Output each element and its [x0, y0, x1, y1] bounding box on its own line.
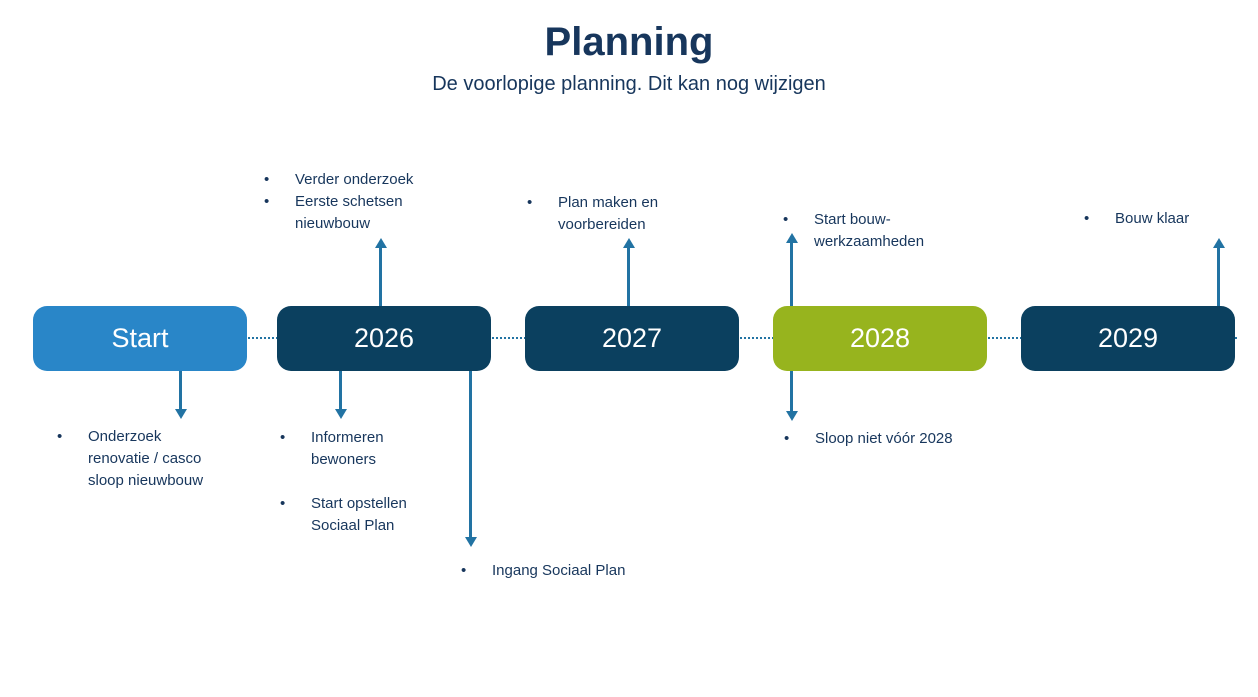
timeline-node-2027: 2027: [525, 306, 739, 371]
annotation-text: Informeren bewoners: [311, 429, 384, 468]
annotation-below-start: • Onderzoek renovatie / casco sloop nieuw…: [57, 426, 247, 492]
list-item: • Onderzoek renovatie / casco sloop nieuw…: [57, 426, 247, 492]
annotation-above-2028: • Start bouw-werkzaamheden: [783, 209, 963, 253]
arrow-up-2028: [790, 243, 793, 306]
annotation-below-2028: • Sloop niet vóór 2028: [784, 428, 1014, 450]
bullet-icon: •: [1084, 210, 1090, 227]
page-subtitle: De voorlopige planning. Dit kan nog wijz…: [432, 73, 826, 95]
annotation-text: Start opstellen Sociaal Plan: [311, 495, 407, 534]
arrow-down-2026: [339, 371, 342, 409]
timeline-node-2026: 2026: [277, 306, 491, 371]
annotation-text: Plan maken en voorbereiden: [558, 194, 659, 233]
annotation-text: Onderzoek renovatie / casco sloop nieuwb…: [88, 428, 204, 489]
annotation-text: Verder onderzoek: [295, 171, 414, 188]
header: Planning De voorlopige planning. Dit kan…: [0, 20, 1258, 96]
annotation-above-2026: • Verder onderzoek • Eerste schetsen nieuw…: [264, 169, 464, 235]
arrow-down-2026-long: [469, 371, 472, 537]
bullet-icon: •: [57, 428, 63, 445]
annotation-text: Bouw klaar: [1115, 210, 1190, 227]
list-item: • Eerste schetsen nieuwbouw: [264, 191, 464, 235]
arrow-down-start: [179, 371, 182, 409]
page-title: Planning: [544, 20, 714, 64]
arrow-up-2026: [379, 248, 382, 306]
bullet-icon: •: [280, 429, 286, 446]
annotation-above-2027: • Plan maken en voorbereiden: [527, 192, 707, 236]
bullet-icon: •: [264, 193, 270, 210]
annotation-text: Sloop niet vóór 2028: [815, 430, 953, 447]
list-item: • Informeren bewoners: [280, 427, 450, 471]
bullet-icon: •: [280, 495, 286, 512]
list-item: • Bouw klaar: [1084, 208, 1244, 230]
arrow-down-2028: [790, 371, 793, 411]
timeline-node-2028: 2028: [773, 306, 987, 371]
list-item: • Ingang Sociaal Plan: [461, 560, 691, 582]
bullet-icon: •: [527, 194, 533, 211]
list-item: • Sloop niet vóór 2028: [784, 428, 1014, 450]
bullet-icon: •: [264, 171, 270, 188]
arrow-up-2027: [627, 248, 630, 306]
bullet-icon: •: [461, 562, 467, 579]
bullet-icon: •: [784, 430, 790, 447]
list-item: • Plan maken en voorbereiden: [527, 192, 707, 236]
timeline-node-2029: 2029: [1021, 306, 1235, 371]
bullet-icon: •: [783, 211, 789, 228]
list-item: • Start opstellen Sociaal Plan: [280, 493, 450, 537]
annotation-above-2029: • Bouw klaar: [1084, 208, 1244, 230]
annotation-below-2026: • Informeren bewoners • Start opstellen So…: [280, 427, 450, 537]
timeline-node-start: Start: [33, 306, 247, 371]
annotation-text: Ingang Sociaal Plan: [492, 562, 626, 579]
annotation-ingang-sociaal-plan: • Ingang Sociaal Plan: [461, 560, 691, 582]
arrow-up-2029: [1217, 248, 1220, 306]
annotation-text: Start bouw-werkzaamheden: [814, 211, 925, 250]
annotation-text: Eerste schetsen nieuwbouw: [295, 193, 403, 232]
list-item: • Start bouw-werkzaamheden: [783, 209, 963, 253]
list-item: • Verder onderzoek: [264, 169, 464, 191]
